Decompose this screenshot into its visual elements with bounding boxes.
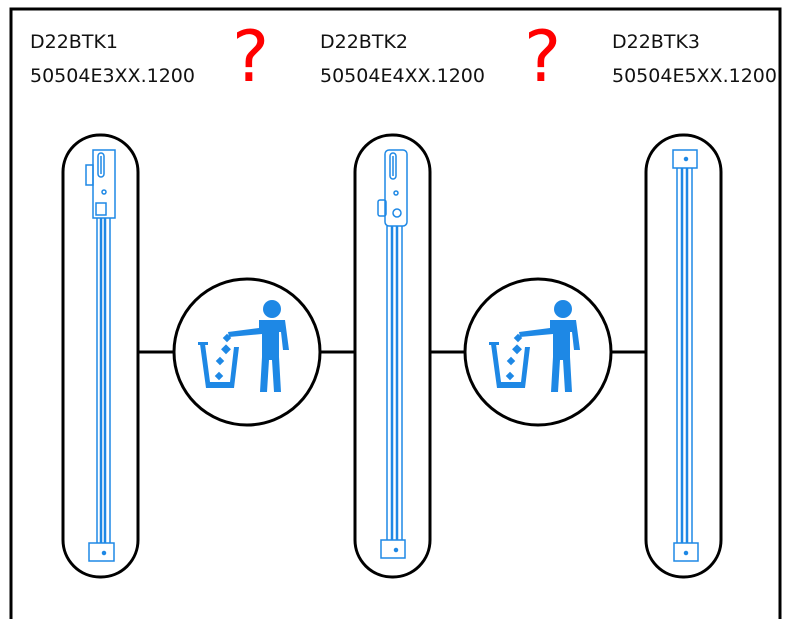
product-1-name: D22BTK1 [30,31,118,53]
rail-part-2 [377,149,408,559]
product-2-name: D22BTK2 [320,31,408,53]
product-1-code: 50504E3XX.1200 [30,65,195,87]
product-3-capsule [644,133,723,579]
question-mark-2: ? [524,16,562,98]
question-mark-1: ? [232,16,270,98]
product-2-code: 50504E4XX.1200 [320,65,485,87]
product-1-capsule [61,133,140,579]
rail-part-3 [672,149,699,562]
product-3-code: 50504E5XX.1200 [612,65,777,87]
product-2-capsule [353,133,432,579]
rail-part-1 [85,149,116,562]
trash-person-icon [463,277,613,427]
outer-frame [9,7,782,619]
product-3-name: D22BTK3 [612,31,700,53]
trash-person-icon [172,277,322,427]
